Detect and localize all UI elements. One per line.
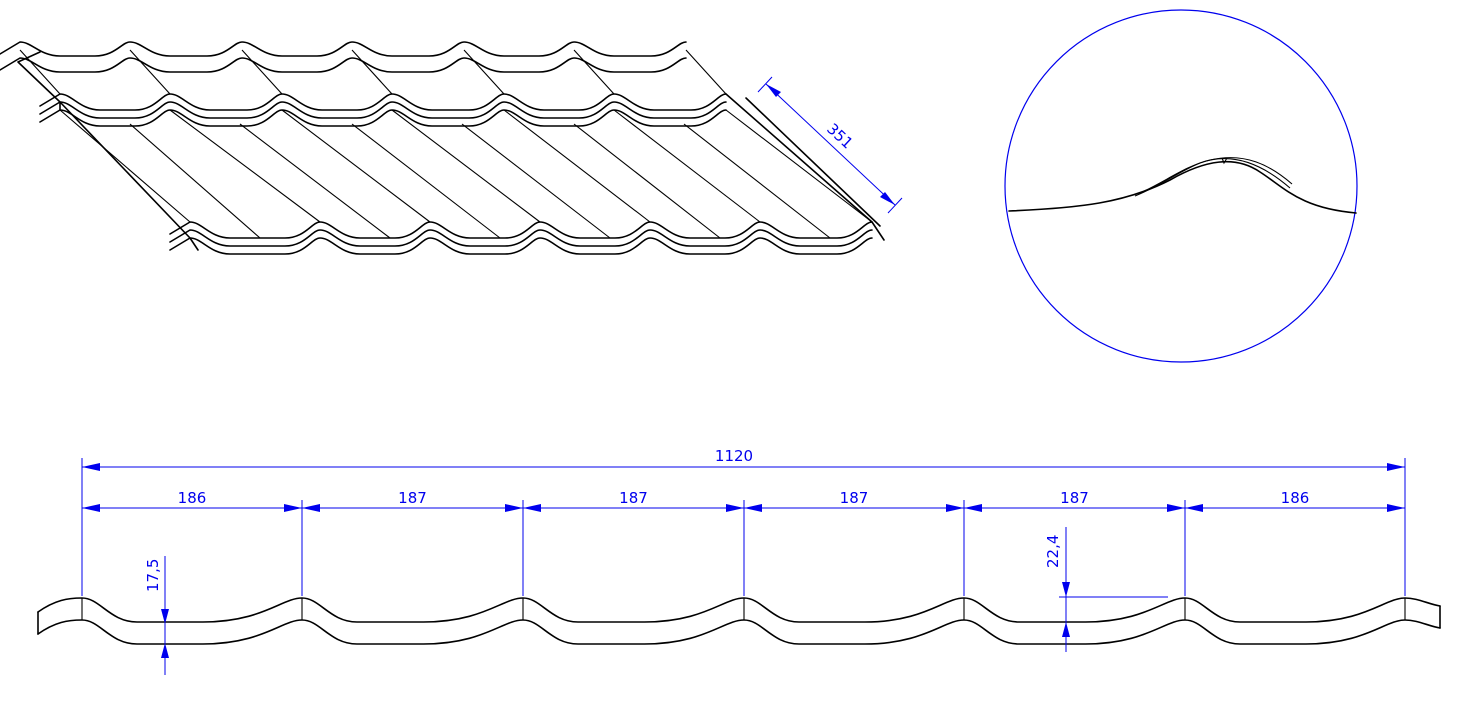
iso-ridge-line	[351, 49, 393, 95]
dimension-arrow	[1185, 504, 1203, 512]
iso-back-edge	[0, 57, 687, 73]
profile-view	[37, 597, 1441, 645]
iso-right-edge	[725, 93, 885, 241]
dimension-label-module: 187	[840, 489, 869, 507]
dimension-arrow	[964, 504, 982, 512]
profile-outline-bottom	[37, 619, 1441, 645]
iso-ridge-line	[685, 49, 727, 95]
iso-valley-line	[239, 123, 391, 239]
dimension-arrow	[946, 504, 964, 512]
iso-valley-line	[351, 123, 501, 239]
dimension-label-step-height: 22,4	[1044, 535, 1062, 568]
iso-left-edge	[17, 51, 199, 251]
iso-valley-line	[129, 123, 261, 239]
detail-circle	[1004, 9, 1358, 363]
extension-lines	[81, 458, 1406, 596]
dimension-module-length: 351	[757, 76, 903, 214]
iso-valley-line	[461, 123, 611, 239]
dimension-label-module: 186	[1281, 489, 1310, 507]
dimension-arrow	[505, 504, 523, 512]
dimension-arrow	[1167, 504, 1185, 512]
dimension-arrow	[284, 504, 302, 512]
dimension-arrow	[82, 504, 100, 512]
iso-valley-line	[683, 123, 831, 239]
iso-ridge-line	[281, 109, 431, 223]
iso-ridge-line	[573, 49, 615, 95]
iso-ridge-line	[725, 109, 873, 223]
iso-front-step	[169, 237, 873, 255]
iso-ridge-line	[463, 49, 505, 95]
dimension-label-overall: 1120	[715, 447, 753, 465]
dimension-label-module: 187	[1060, 489, 1089, 507]
iso-ridge-line	[503, 109, 651, 223]
isometric-view	[0, 41, 885, 255]
iso-middle-step	[39, 109, 727, 127]
iso-ridge-line	[391, 109, 541, 223]
dimension-arrow	[726, 504, 744, 512]
iso-front-step	[169, 221, 873, 239]
dimension-label-module: 186	[178, 489, 207, 507]
dimension-arrow	[523, 504, 541, 512]
profile-outline-top	[37, 597, 1441, 623]
iso-ridge-line	[241, 49, 283, 95]
iso-middle-step	[39, 101, 727, 119]
iso-ridge-line	[613, 109, 761, 223]
detail-view	[1004, 9, 1358, 363]
dimension-label-wave-depth: 17,5	[144, 559, 162, 592]
iso-ridge-line	[59, 109, 191, 223]
iso-ridge-line	[169, 109, 321, 223]
dimension-arrow	[302, 504, 320, 512]
dimension-wave-depth: 17,5	[144, 556, 169, 675]
dimension-overall: 1120	[82, 447, 1405, 471]
iso-valley-line	[573, 123, 721, 239]
dimension-arrow	[744, 504, 762, 512]
dimension-step-height: 22,4	[1044, 527, 1168, 652]
iso-ridge-line	[129, 49, 171, 95]
dimension-label-module: 187	[619, 489, 648, 507]
dimension-modules: 186 187 187 187 187 186	[82, 489, 1405, 512]
iso-front-step	[169, 229, 873, 247]
iso-back-edge	[0, 41, 687, 57]
dimension-label-length: 351	[823, 120, 856, 153]
dimension-arrow	[1387, 504, 1405, 512]
dimension-label-module: 187	[398, 489, 427, 507]
